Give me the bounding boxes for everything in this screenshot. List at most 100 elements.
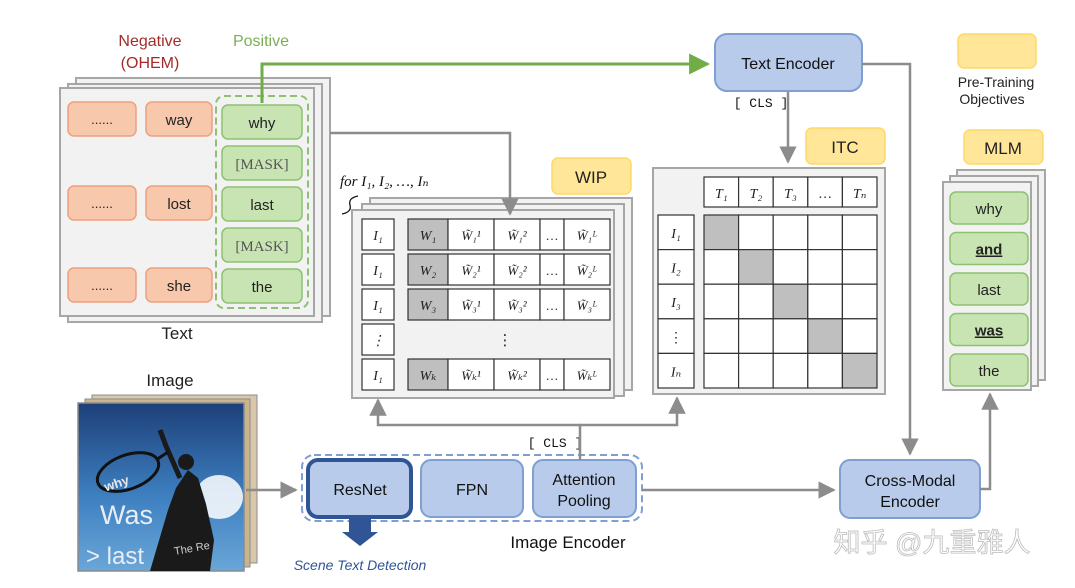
itc-cell (772, 214, 809, 251)
itc-col-header: T₁ (715, 187, 728, 202)
arrow-cls-to-itc (580, 396, 686, 427)
image-cls-label: [ CLS ] (528, 436, 583, 451)
itc-matched-cell (703, 214, 740, 251)
itc-matched-cell (737, 249, 774, 285)
itc-cell (703, 352, 740, 389)
itc-col-header-cell (807, 176, 843, 208)
wip-negative-cell (447, 358, 495, 391)
wip-negative-cell (563, 218, 611, 251)
wip-image-cell (361, 218, 395, 251)
wip-negative-cell (447, 288, 495, 321)
negative-token-box (67, 101, 137, 137)
mlm-badge (963, 129, 1044, 165)
positive-token-word: the (252, 279, 273, 296)
itc-cell (807, 352, 843, 389)
mlm-token-word: why (975, 201, 1003, 218)
itc-row-header-cell (657, 214, 695, 251)
wip-brace (341, 195, 359, 215)
negative-token-ellipsis: ...... (91, 196, 113, 211)
wip-negative-label: W̃₂² (507, 263, 527, 278)
positive-token-box (221, 227, 303, 263)
negative-token-box (67, 267, 137, 303)
arrow-cross-modal-to-mlm (980, 392, 999, 491)
resnet-box (306, 458, 413, 519)
mlm-token-box (949, 272, 1029, 306)
wip-negative-cell (493, 253, 541, 286)
ohem-label: (OHEM) (121, 55, 180, 72)
photo-text-was: Was (100, 500, 153, 530)
positive-label: Positive (233, 33, 289, 50)
wip-image-label: I₁ (372, 369, 383, 384)
fpn-box (420, 459, 524, 518)
mlm-token-word: the (979, 363, 1000, 380)
image-encoder-caption: Image Encoder (510, 533, 626, 552)
itc-cell (807, 214, 843, 251)
text-caption: Text (161, 324, 192, 343)
scene-text-detection-label: Scene Text Detection (294, 557, 427, 573)
itc-row-header-cell (657, 283, 695, 320)
itc-col-header: T₂ (750, 187, 763, 202)
negative-token-box (145, 267, 213, 303)
attention-pooling-box (532, 459, 637, 518)
scene-text-arrow-icon (342, 518, 378, 546)
itc-row-header: I₃ (670, 296, 681, 311)
positive-token-word: why (248, 115, 276, 132)
wip-negative-cell (563, 358, 611, 391)
wip-image-cell (361, 358, 395, 391)
itc-cell (841, 318, 878, 354)
legend-line2: Objectives (959, 91, 1024, 107)
legend-line1: Pre-Training (958, 74, 1035, 90)
arrow-positive-to-text-encoder (260, 53, 711, 103)
wip-ellipsis-row: ⋮ (498, 332, 513, 349)
negative-label: Negative (118, 33, 181, 50)
negative-token-box (67, 185, 137, 221)
wip-image-label: I₁ (372, 229, 383, 244)
itc-col-header-cell (703, 176, 740, 208)
wip-negative-label: W̃₁ᴸ (577, 228, 598, 243)
mlm-token-box (949, 231, 1029, 266)
arrow-cls-to-wip (369, 398, 582, 460)
text-panel: ......way......lost......she why[MASK]la… (59, 77, 331, 323)
negative-token-ellipsis: ...... (91, 278, 113, 293)
connections (246, 53, 999, 499)
wip-negative-cell (493, 218, 541, 251)
mlm-token-word: last (977, 282, 1001, 299)
arrow-text-encoder-to-cross-modal (862, 62, 919, 456)
player-head (178, 454, 194, 470)
image-stack: why Was > last The Re (77, 394, 258, 572)
itc-cell (703, 283, 740, 320)
itc-row-header: ⋮ (669, 331, 683, 346)
racket-icon (95, 451, 161, 493)
wip-badge (551, 157, 632, 195)
wip-negative-cell (447, 253, 495, 286)
wip-image-cell (361, 323, 395, 356)
negative-token-word: way (165, 112, 193, 129)
wip-negative-cell (539, 218, 565, 251)
mlm-token-box (949, 312, 1029, 347)
itc-col-header-cell (841, 176, 878, 208)
wip-image-cell (361, 253, 395, 286)
image-caption: Image (146, 371, 193, 390)
wip-negative-label: W̃₃¹ (461, 298, 480, 313)
itc-matched-cell (841, 352, 878, 389)
negative-token-ellipsis: ...... (91, 112, 113, 127)
itc-badge-label: ITC (831, 138, 858, 157)
cross-modal-line1: Cross-Modal (865, 473, 956, 490)
wip-image-label: I₁ (372, 299, 383, 314)
itc-matched-cell (807, 318, 843, 354)
wip-negative-cell (539, 358, 565, 391)
text-encoder-box (714, 33, 863, 92)
itc-row-header: Iₙ (670, 365, 682, 380)
wip-for-label: for I₁, I₂, …, Iₙ (340, 174, 429, 190)
wip-positive-cell (407, 218, 449, 251)
mlm-predicted-word: and (976, 242, 1003, 259)
wip-negative-label: … (546, 228, 559, 243)
negative-token-box (145, 101, 213, 137)
racket-handle (155, 450, 169, 462)
itc-cell (737, 214, 774, 251)
